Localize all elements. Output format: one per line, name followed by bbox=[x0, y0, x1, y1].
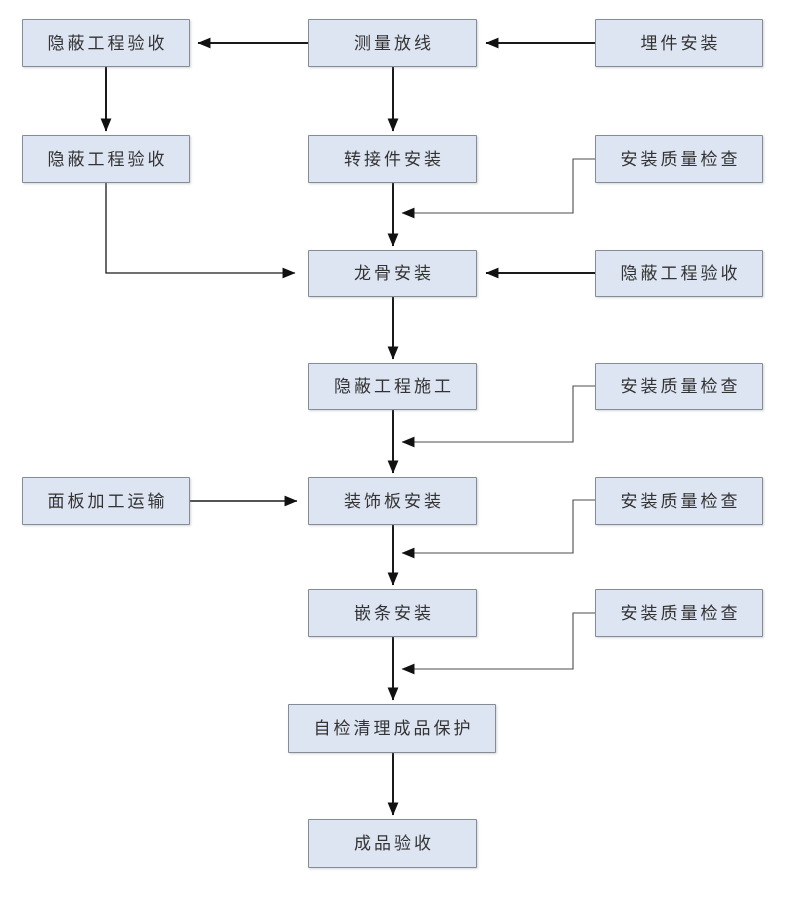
flow-node-panel-process-transport: 面板加工运输 bbox=[22, 477, 190, 525]
flow-node-label-hidden-acceptance-a: 隐蔽工程验收 bbox=[47, 33, 168, 53]
flow-node-label-adapter-install: 转接件安装 bbox=[344, 149, 444, 169]
flow-node-decorative-panel-install: 装饰板安装 bbox=[308, 477, 477, 525]
flow-node-label-quality-check-2: 安装质量检查 bbox=[620, 377, 741, 396]
flow-node-quality-check-4: 安装质量检查 bbox=[595, 589, 763, 637]
flow-node-self-check-protect: 自检清理成品保护 bbox=[288, 704, 496, 753]
flow-node-hidden-construction: 隐蔽工程施工 bbox=[308, 363, 477, 410]
flow-node-label-quality-check-3: 安装质量检查 bbox=[620, 491, 741, 511]
flow-node-label-quality-check-4: 安装质量检查 bbox=[620, 603, 741, 623]
flow-node-label-trim-install: 嵌条安装 bbox=[354, 603, 434, 623]
flow-node-label-self-check-protect: 自检清理成品保护 bbox=[313, 719, 474, 738]
flow-node-finished-acceptance: 成品验收 bbox=[308, 819, 477, 868]
flow-node-label-hidden-construction: 隐蔽工程施工 bbox=[334, 377, 454, 396]
flow-node-quality-check-2: 安装质量检查 bbox=[595, 363, 763, 410]
flow-node-label-finished-acceptance: 成品验收 bbox=[354, 834, 434, 853]
flow-node-hidden-acceptance-a: 隐蔽工程验收 bbox=[22, 19, 190, 67]
flow-node-label-decorative-panel-install: 装饰板安装 bbox=[344, 491, 444, 511]
flow-node-label-measure-layout: 测量放线 bbox=[354, 33, 434, 53]
flow-node-label-hidden-acceptance-b: 隐蔽工程验收 bbox=[47, 149, 168, 169]
flow-node-label-embed-install: 埋件安装 bbox=[640, 33, 721, 53]
flow-node-label-panel-process-transport: 面板加工运输 bbox=[47, 491, 168, 511]
flow-node-label-hidden-acceptance-c: 隐蔽工程验收 bbox=[620, 264, 741, 283]
flow-node-hidden-acceptance-c: 隐蔽工程验收 bbox=[595, 250, 763, 297]
flow-node-measure-layout: 测量放线 bbox=[308, 19, 477, 67]
flow-node-trim-install: 嵌条安装 bbox=[308, 589, 477, 637]
flow-node-adapter-install: 转接件安装 bbox=[308, 135, 477, 183]
flow-node-quality-check-3: 安装质量检查 bbox=[595, 477, 763, 525]
flow-node-hidden-acceptance-b: 隐蔽工程验收 bbox=[22, 135, 190, 183]
flow-node-label-quality-check-1: 安装质量检查 bbox=[620, 149, 741, 169]
flow-node-quality-check-1: 安装质量检查 bbox=[595, 135, 763, 183]
flow-node-embed-install: 埋件安装 bbox=[595, 19, 763, 67]
flow-node-keel-install: 龙骨安装 bbox=[308, 250, 477, 297]
flow-node-label-keel-install: 龙骨安装 bbox=[354, 264, 434, 283]
